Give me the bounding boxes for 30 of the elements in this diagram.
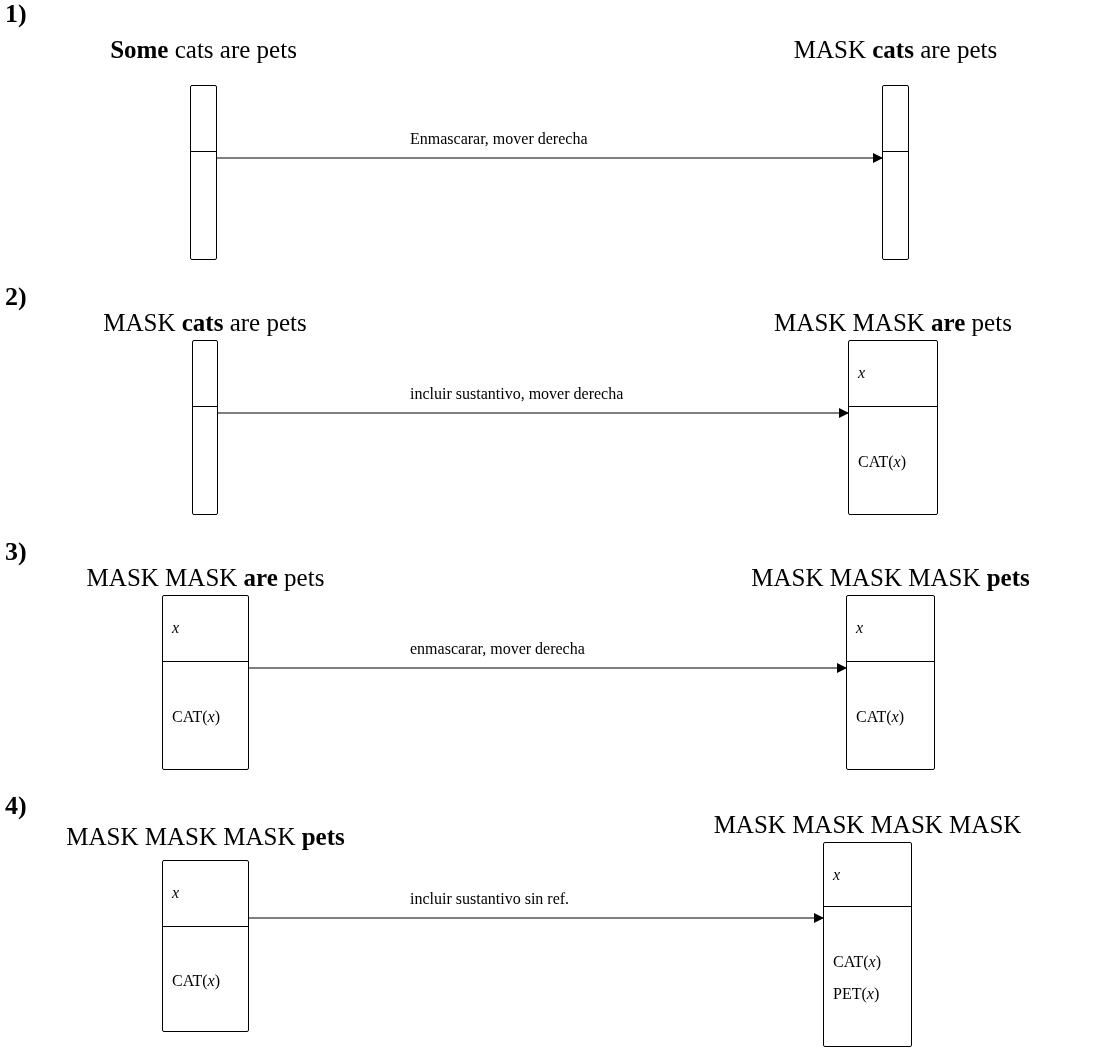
arrow bbox=[248, 913, 824, 923]
sentence-heading: MASK cats are pets bbox=[793, 36, 998, 64]
drs-referent: x bbox=[858, 363, 866, 383]
step-number: 1) bbox=[5, 0, 27, 28]
sentence-heading: MASK MASK MASK pets bbox=[66, 823, 345, 851]
drs-condition: PET(x) bbox=[833, 984, 880, 1004]
drs-condition: CAT(x) bbox=[172, 970, 220, 991]
edge-label: enmascarar, mover derecha bbox=[410, 640, 585, 658]
drs-referent: x bbox=[172, 618, 180, 638]
drs-referent: x bbox=[856, 618, 864, 638]
drs-referent: x bbox=[833, 865, 841, 885]
arrow bbox=[248, 663, 847, 673]
drs-referent: x bbox=[172, 883, 180, 903]
sentence-heading: MASK cats are pets bbox=[103, 309, 307, 337]
sentence-heading: MASK MASK MASK MASK bbox=[713, 811, 1022, 839]
step-number: 2) bbox=[5, 283, 27, 311]
sentence-heading: MASK MASK are pets bbox=[86, 564, 325, 592]
drs-condition: CAT(x) bbox=[856, 707, 904, 727]
drs-condition: CAT(x) bbox=[172, 707, 220, 727]
drs-condition: CAT(x) bbox=[833, 952, 881, 972]
arrow bbox=[217, 408, 849, 418]
sentence-heading: Some cats are pets bbox=[110, 36, 297, 64]
step-number: 3) bbox=[5, 538, 27, 566]
sentence-heading: MASK MASK MASK pets bbox=[751, 564, 1030, 592]
arrow bbox=[216, 153, 883, 163]
edge-label: incluir sustantivo, mover derecha bbox=[410, 385, 624, 403]
sentence-heading: MASK MASK are pets bbox=[774, 309, 1012, 337]
step-number: 4) bbox=[5, 792, 27, 820]
drs-condition: CAT(x) bbox=[858, 452, 906, 472]
edge-label: Enmascarar, mover derecha bbox=[410, 130, 588, 148]
